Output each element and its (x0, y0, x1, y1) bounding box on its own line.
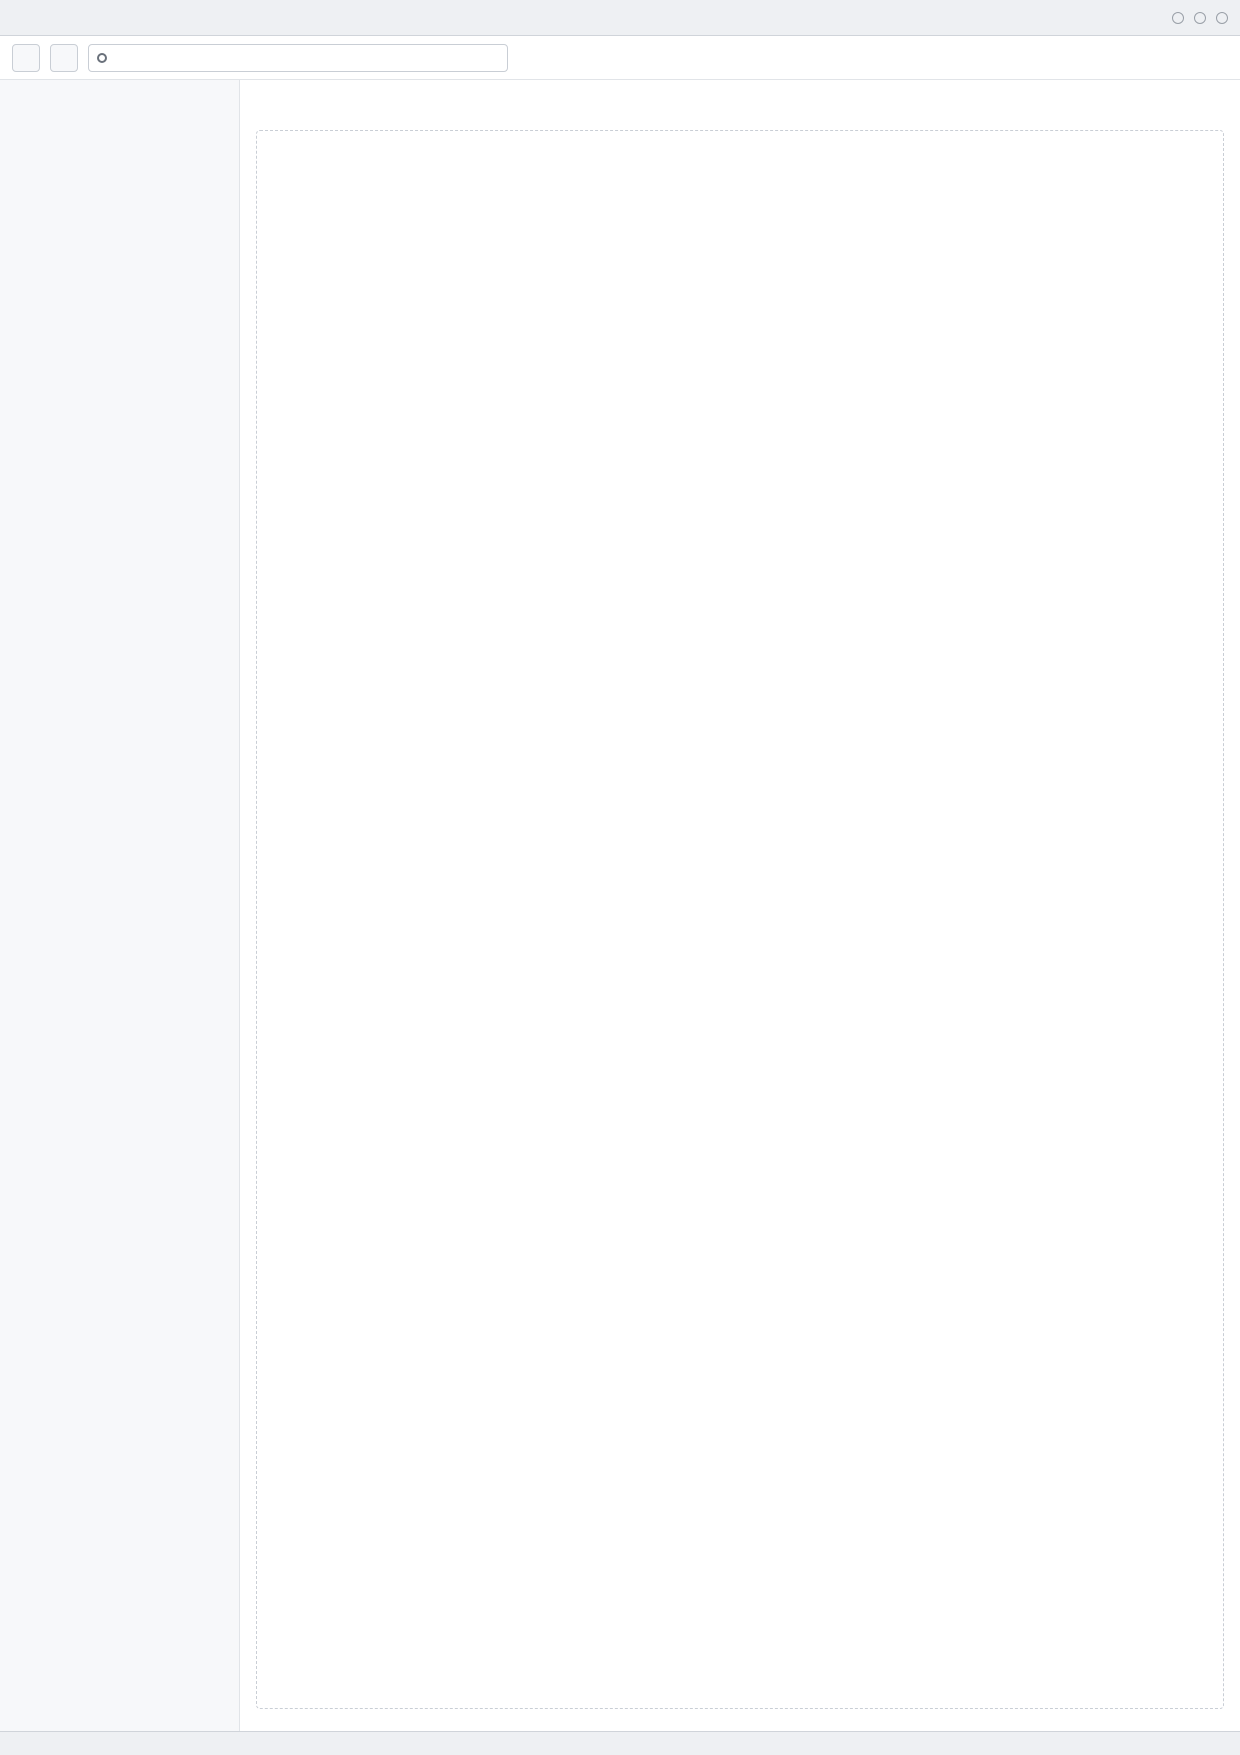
sidebar (0, 80, 240, 1731)
forward-button[interactable] (50, 43, 78, 72)
content-area (256, 130, 1224, 1709)
status-bar (0, 1731, 1240, 1755)
maximize-icon[interactable] (1194, 11, 1206, 24)
main-content (240, 80, 1240, 1731)
window-body (0, 80, 1240, 1731)
back-button[interactable] (12, 43, 40, 72)
search-icon (97, 52, 107, 63)
close-icon[interactable] (1216, 11, 1228, 24)
window-controls (1172, 11, 1228, 24)
search-input[interactable] (113, 49, 499, 66)
minimize-icon[interactable] (1172, 11, 1184, 24)
page-title (256, 96, 1224, 118)
toolbar (0, 36, 1240, 80)
title-bar (0, 0, 1240, 36)
search-box[interactable] (88, 43, 508, 72)
